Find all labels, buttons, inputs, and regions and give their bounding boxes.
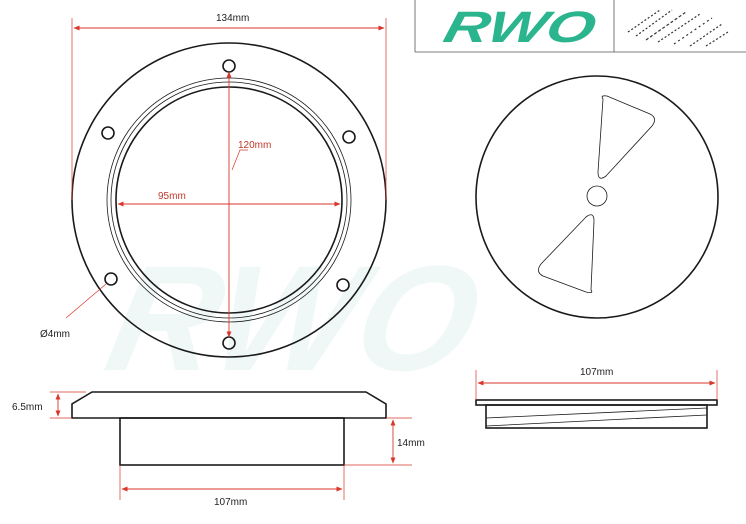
dim-label-6-5: 6.5mm <box>12 402 43 413</box>
svg-text:RWO: RWO <box>94 236 493 403</box>
dim-label-134: 134mm <box>216 13 249 24</box>
leader-hole <box>65 283 107 319</box>
screw-hole <box>104 272 118 286</box>
cover-disc <box>475 75 719 319</box>
cover-side-view: 107mm <box>475 367 718 429</box>
leader-120 <box>231 149 248 171</box>
rwo-logo: RWO <box>439 4 601 52</box>
front-view: 134mm 120mm 95mm Ø4mm <box>40 13 387 358</box>
cover-grip-upper <box>597 95 655 179</box>
screw-hole <box>101 126 115 140</box>
dim-label-14: 14mm <box>397 438 425 449</box>
cover-thread <box>485 407 708 427</box>
side-view: 6.5mm 14mm 107mm <box>12 391 425 508</box>
dim-label-107-cover: 107mm <box>580 367 613 378</box>
cover-grip-lower <box>538 214 595 294</box>
cover-center-hub <box>586 185 608 207</box>
title-block: RWO <box>414 0 746 53</box>
cover-side-body <box>485 404 708 429</box>
dim-label-107-side: 107mm <box>214 497 247 508</box>
dim-label-hole: Ø4mm <box>40 329 70 340</box>
dim-label-95: 95mm <box>158 191 186 202</box>
dim-label-120: 120mm <box>238 140 271 151</box>
side-body <box>119 417 345 466</box>
hatched-emblem <box>627 9 729 47</box>
cover-view <box>475 75 719 319</box>
screw-hole <box>342 130 356 144</box>
screw-hole <box>222 59 236 73</box>
watermark: RWO <box>94 236 493 403</box>
screw-hole <box>336 278 350 292</box>
